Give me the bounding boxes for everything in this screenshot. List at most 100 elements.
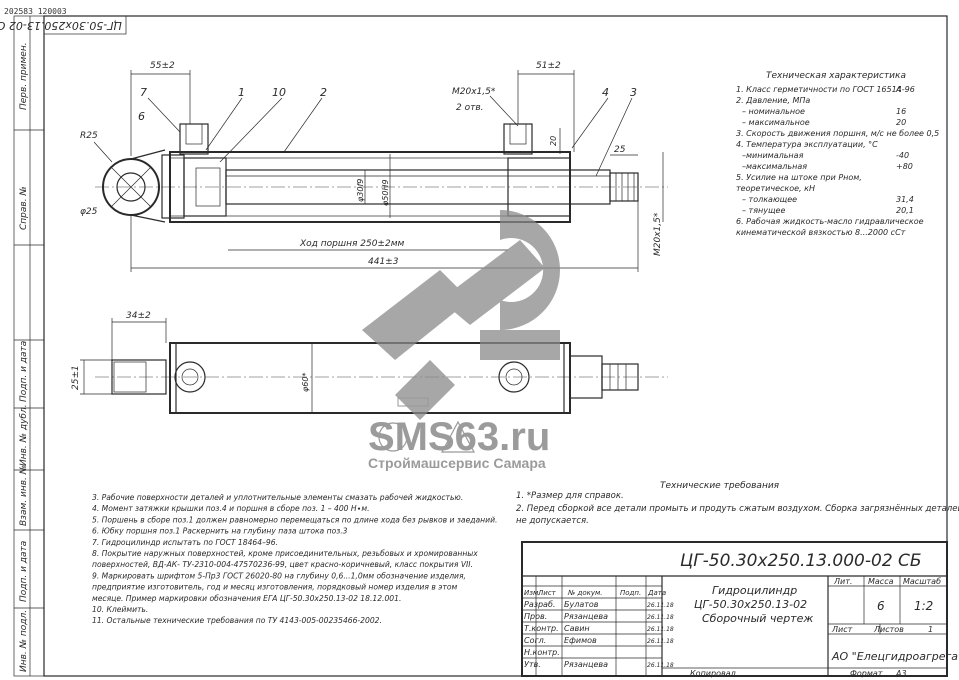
tech-char-line: – номинальное (742, 107, 805, 116)
tech-char-line: 6. Рабочая жидкость-масло гидравлическое (736, 217, 924, 226)
note-line: 9. Маркировать шрифтом 5-Пр3 ГОСТ 26020-… (92, 571, 466, 580)
corner-stamp-text: ЦГ-50.30х250.13-02 СБ (0, 19, 122, 32)
role-date: 26.11.18 (647, 602, 674, 609)
tech-characteristics: Техническая характеристика 1. Класс герм… (736, 71, 939, 237)
format-label: Формат (850, 669, 883, 678)
dim-phi60: φ60* (301, 373, 310, 392)
tech-req-line-2: 2. Перед сборкой все детали промыть и пр… (516, 504, 959, 514)
role-label: Н.контр. (524, 648, 560, 657)
strip-sprav-no: Справ. № (19, 186, 29, 230)
role-name: Булатов (564, 600, 599, 609)
dim-441: 441±3 (368, 257, 399, 267)
dim-stroke: Ход поршня 250±2мм (299, 239, 404, 249)
tech-char-line: кинематической вязкостью 8...2000 сСт (736, 228, 906, 237)
tech-char-value: -40 (896, 151, 909, 160)
scan-code: 202583 120003 (4, 7, 67, 16)
tech-char-line: 1. Класс герметичности по ГОСТ 16514-96 (736, 85, 915, 94)
watermark: SMS63.ru Строймашсервис Самара (362, 210, 560, 471)
role-name: Савин (564, 624, 590, 633)
title-name-3: Сборочный чертеж (702, 612, 813, 625)
balloon-7: 7 (140, 86, 147, 99)
title-name-2: ЦГ-50.30х250.13-02 (694, 598, 807, 611)
note-line: 4. Момент затяжки крышки поз.4 и поршня … (92, 504, 370, 513)
hdr-podp: Подп. (620, 589, 641, 597)
tech-char-title: Техническая характеристика (766, 71, 906, 81)
copied-label: Копировал (690, 669, 736, 678)
notes-left: 3. Рабочие поверхности деталей и уплотни… (92, 493, 497, 625)
note-line: 10. Клеймить. (92, 605, 148, 614)
note-line: предприятие изготовитель, год и месяц из… (92, 583, 457, 592)
corner-stamp: ЦГ-50.30х250.13-02 СБ (0, 15, 127, 35)
tech-char-value: 31,4 (896, 195, 914, 204)
lit-label: Лит. (833, 577, 852, 586)
sheets-label: Листов (873, 625, 904, 634)
tech-char-line: – максимальное (742, 118, 810, 127)
tech-requirements: Технические требования 1. *Размер для сп… (516, 481, 959, 526)
role-label: Т.контр. (524, 624, 559, 633)
balloon-6: 6 (138, 110, 145, 123)
role-date: 26.11.18 (647, 614, 674, 621)
tech-char-line: – тянущее (742, 206, 785, 215)
note-line: 6. Юбку поршня поз.1 Раскернить на глуби… (92, 527, 348, 536)
dim-20: 20 (549, 136, 558, 146)
role-name: Ефимов (564, 636, 597, 645)
role-date: 26.11.18 (647, 662, 674, 669)
note-line: поверхностей, ВД-АК- ТУ-2310-004-4757023… (92, 560, 473, 569)
tech-char-line: – толкающее (742, 195, 797, 204)
note-line: 3. Рабочие поверхности деталей и уплотни… (92, 493, 463, 502)
strip-vzam-inv: Взам. инв. № (19, 465, 29, 526)
sheets-value: 1 (928, 625, 933, 634)
role-date: 26.11.18 (647, 638, 674, 645)
watermark-site: SMS63.ru (368, 415, 550, 459)
tech-char-line: теоретическое, кН (736, 184, 815, 193)
mass-label: Масса (868, 577, 894, 586)
role-date: 26.11.18 (647, 626, 674, 633)
hdr-data: Дата (647, 589, 666, 597)
strip-perv-primen: Перв. примен. (19, 42, 29, 110)
tech-char-value: 16 (896, 107, 906, 116)
note-line: 7. Гидроцилиндр испытать по ГОСТ 18464–9… (92, 538, 278, 547)
role-name: Рязанцева (564, 660, 608, 669)
watermark-logo (362, 210, 560, 420)
role-label: Пров. (524, 612, 547, 621)
strip-inv-dubl: Инв. № дубл. (19, 404, 29, 466)
tech-req-line-1: 1. *Размер для справок. (516, 491, 624, 501)
balloon-10: 10 (272, 86, 286, 99)
hdr-izm: Изм. (524, 589, 540, 597)
balloon-2: 2 (320, 86, 327, 99)
balloon-4: 4 (602, 86, 609, 99)
sheet-label: Лист (831, 625, 853, 634)
tech-char-value: +80 (896, 162, 913, 171)
tech-char-line: 5. Усилие на штоке при Рном, (736, 173, 862, 182)
tech-req-title: Технические требования (660, 481, 780, 491)
note-line: месяце. Пример маркировки обозначения ЕГ… (92, 594, 401, 603)
title-name-1: Гидроцилиндр (712, 584, 797, 597)
dim-34: 34±2 (126, 311, 151, 321)
note-line: 8. Покрытие наружных поверхностей, кроме… (92, 549, 478, 558)
tech-char-value: 20 (896, 118, 906, 127)
dim-two-holes: 2 отв. (456, 103, 484, 113)
tech-char-line: 3. Скорость движения поршня, м/с не боле… (736, 129, 939, 138)
tech-char-value: A (895, 85, 901, 94)
strip-podp-data-1: Подп. и дата (19, 341, 29, 402)
hdr-ndok: № докум. (567, 589, 603, 597)
tech-char-line: 4. Температура эксплуатации, °С (736, 140, 878, 149)
dim-phi50: φ50H9 (381, 179, 390, 206)
dim-thread-2: M20x1,5* (653, 212, 663, 256)
dim-25: 25 (614, 145, 626, 155)
section-view: 55±2 M20x1,5* 2 отв. 51±2 20 25 R25 φ25 … (80, 61, 668, 272)
dim-thread-1: M20x1,5* (452, 87, 496, 97)
balloon-3: 3 (630, 86, 637, 99)
watermark-company: Строймашсервис Самара (368, 455, 546, 471)
tech-char-line: –максимальная (742, 162, 807, 171)
title-block: ЦГ-50.30х250.13.000-02 СБ Гидроцилиндр Ц… (521, 541, 959, 678)
dim-phi30: φ30f9 (356, 179, 365, 202)
dim-51: 51±2 (536, 61, 561, 71)
role-name: Рязанцева (564, 612, 608, 621)
note-line: 11. Остальные технические требования по … (92, 616, 382, 625)
dim-25-1: 25±1 (71, 365, 81, 390)
watermark-marks (378, 397, 475, 453)
tech-char-line: –минимальная (742, 151, 804, 160)
role-label: Согл. (524, 636, 546, 645)
